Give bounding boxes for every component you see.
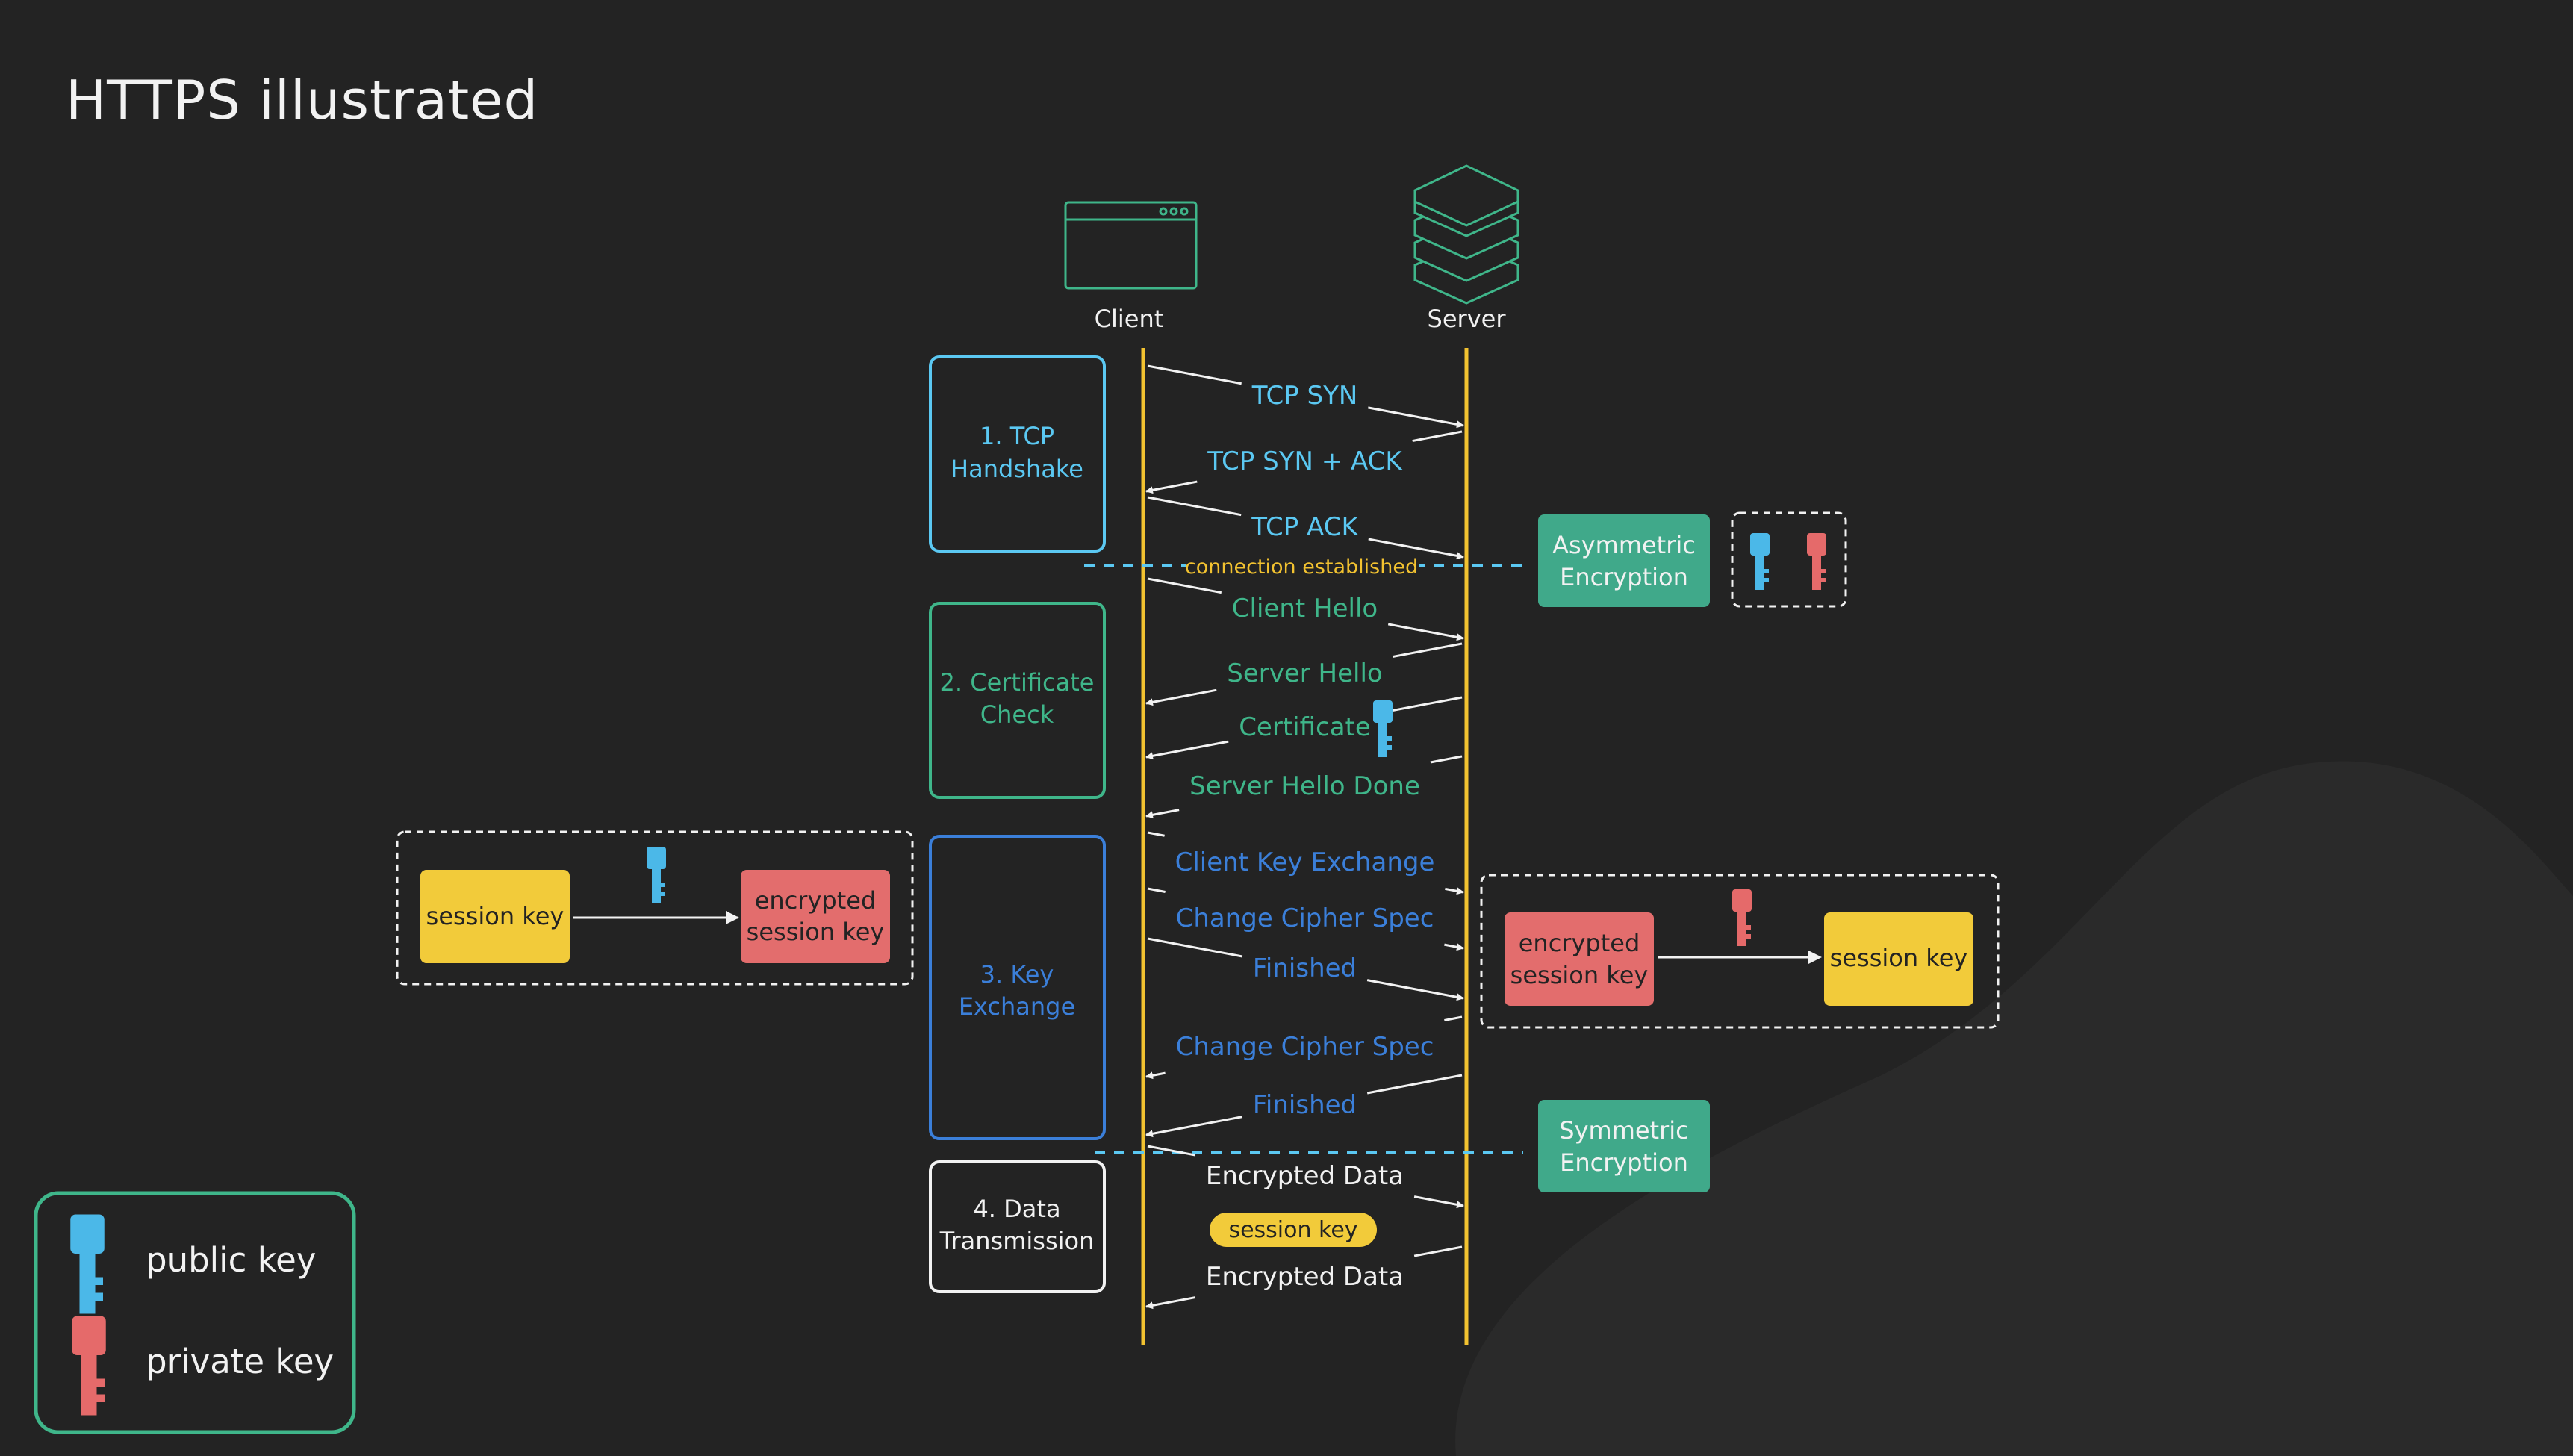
message-arrow [1366, 979, 1464, 1001]
private-key-icon [1732, 889, 1752, 946]
message-arrow [1444, 1015, 1463, 1021]
svg-text:Check: Check [980, 700, 1054, 729]
symmetric-encryption-badge: Symmetric Encryption [1538, 1100, 1710, 1192]
svg-text:Asymmetric: Asymmetric [1552, 531, 1696, 559]
message-arrow [1147, 1145, 1196, 1157]
message-arrow [1412, 430, 1463, 443]
phase-data-transmission: 4. Data Transmission [929, 1160, 1106, 1293]
svg-text:Transmission: Transmission [939, 1227, 1095, 1255]
message-arrow [1444, 943, 1464, 951]
message-arrow [1147, 496, 1242, 517]
phase-key-exchange: 3. Key Exchange [929, 835, 1106, 1140]
svg-text:encrypted: encrypted [1519, 929, 1640, 957]
message-arrow [1413, 1195, 1464, 1209]
message-label: TCP SYN [1251, 381, 1358, 411]
message-label: Finished [1253, 1090, 1357, 1120]
svg-text:Encryption: Encryption [1560, 1148, 1688, 1177]
server-stack-icon [1413, 164, 1519, 305]
message-label: Change Cipher Spec [1176, 1032, 1434, 1062]
connection-label-bg [1186, 553, 1419, 579]
message-arrow [1145, 740, 1229, 760]
svg-text:session key: session key [747, 918, 885, 946]
message-label: Finished [1253, 953, 1357, 983]
svg-text:2. Certificate: 2. Certificate [940, 668, 1095, 697]
svg-text:4. Data: 4. Data [973, 1195, 1060, 1223]
session-key-block [420, 870, 570, 963]
message-label: TCP ACK [1251, 512, 1359, 542]
svg-text:session key: session key [1510, 961, 1649, 989]
key-pair-box [1731, 511, 1847, 608]
message-arrow [1368, 538, 1464, 560]
svg-text:Exchange: Exchange [959, 992, 1075, 1021]
svg-text:3. Key: 3. Key [980, 960, 1054, 989]
client-encryption-box: session key encrypted session key [396, 830, 914, 986]
server-label: Server [1428, 305, 1507, 333]
connection-established-label: connection established [1185, 556, 1418, 579]
message-arrow [1147, 937, 1243, 958]
encrypted-session-key-block [741, 870, 890, 963]
svg-text:1. TCP: 1. TCP [980, 422, 1054, 450]
public-key-icon [70, 1214, 105, 1314]
legend: public key private key [34, 1191, 356, 1434]
svg-text:Symmetric: Symmetric [1559, 1116, 1688, 1145]
message-arrow [1368, 406, 1464, 429]
message-arrow [1387, 623, 1464, 641]
message-arrow [1145, 1296, 1196, 1310]
svg-text:session key: session key [1228, 1217, 1357, 1243]
message-label: Encrypted Data [1206, 1161, 1404, 1191]
message-arrow [1413, 1245, 1463, 1257]
message-arrow [1445, 887, 1464, 895]
public-key-icon [647, 847, 666, 903]
private-key-icon [72, 1316, 106, 1416]
server-decryption-box: encrypted session key session key [1480, 874, 2000, 1029]
public-key-icon [1373, 700, 1393, 757]
legend-public-key: public key [146, 1240, 316, 1280]
message-label: Server Hello [1227, 659, 1382, 688]
phase-tcp-handshake: 1. TCP Handshake [929, 355, 1106, 553]
message-label: Certificate [1239, 712, 1371, 742]
message-arrow [1145, 480, 1198, 494]
encrypted-session-key-block [1505, 912, 1654, 1006]
svg-text:encrypted: encrypted [755, 886, 877, 915]
message-label: Change Cipher Spec [1176, 903, 1434, 933]
message-label: Client Key Exchange [1175, 847, 1435, 877]
message-label: Client Hello [1232, 594, 1378, 623]
public-key-icon [1750, 533, 1770, 590]
message-arrow [1393, 642, 1463, 658]
message-label: Server Hello Done [1189, 771, 1420, 801]
session-key-block [1824, 912, 1973, 1006]
asymmetric-encryption-badge: Asymmetric Encryption [1538, 514, 1710, 607]
session-key-label: session key [426, 902, 564, 930]
message-label: TCP SYN + ACK [1207, 447, 1403, 476]
message-label: Encrypted Data [1206, 1262, 1404, 1292]
background-shape [1455, 761, 2573, 1456]
message-arrow [1366, 1074, 1463, 1095]
session-key-label: session key [1830, 944, 1968, 972]
message-arrow [1147, 831, 1165, 837]
page-title: HTTPS illustrated [66, 69, 539, 131]
phase-certificate-check: 2. Certificate Check [929, 602, 1106, 799]
message-arrow [1147, 887, 1166, 893]
message-arrow [1145, 809, 1180, 819]
message-arrow [1381, 696, 1463, 714]
private-key-icon [1807, 533, 1826, 590]
svg-text:Handshake: Handshake [951, 455, 1083, 483]
message-arrow [1147, 577, 1222, 594]
client-window-icon [1064, 201, 1198, 290]
message-arrow [1145, 1071, 1166, 1080]
legend-private-key: private key [146, 1342, 334, 1381]
message-arrow [1145, 688, 1217, 706]
svg-text:Encryption: Encryption [1560, 563, 1688, 591]
message-arrow [1147, 364, 1242, 385]
message-arrow [1145, 1116, 1243, 1138]
message-arrows: TCP SYN TCP SYN + ACK TCP ACK Client HelloS… [1145, 364, 1464, 1310]
message-arrow [1430, 755, 1463, 764]
session-key-badge: session key [1210, 1213, 1377, 1247]
client-label: Client [1095, 305, 1164, 333]
